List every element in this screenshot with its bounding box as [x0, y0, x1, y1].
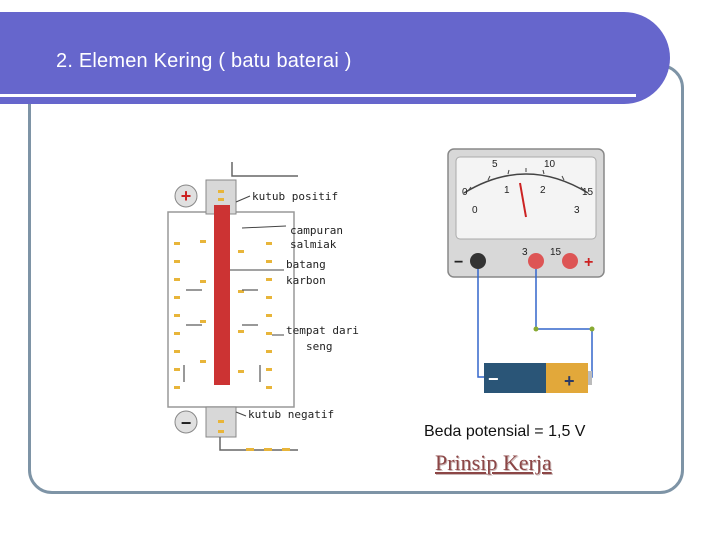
plus-sign: +: [181, 186, 192, 206]
upper-scale-10: 10: [544, 159, 556, 170]
top-wire: [231, 162, 298, 177]
meter-face: [455, 156, 597, 240]
label-negative-terminal: kutub negatif: [248, 408, 334, 421]
header-divider: [0, 94, 636, 97]
label-zinc-line1: tempat dari: [286, 324, 359, 337]
terminal-15-label: 15: [550, 247, 562, 258]
lower-scale-0: 0: [472, 205, 478, 216]
prinsip-kerja-link[interactable]: Prinsip Kerja: [435, 450, 552, 475]
upper-scale-0: 0: [462, 187, 468, 198]
terminal-minus-label: −: [454, 254, 463, 271]
circuit-wires: [477, 269, 593, 378]
upper-scale-15: 15: [582, 187, 594, 198]
terminal-plus-label: +: [584, 254, 593, 271]
battery-plus-label: +: [564, 371, 575, 391]
paste-dots: [174, 190, 290, 451]
lower-scale-2: 2: [540, 185, 546, 196]
battery-body-left: [484, 363, 546, 393]
terminal-15: [562, 253, 578, 269]
battery-body-right: [546, 363, 588, 393]
voltmeter-diagram: 0 5 10 15 0 1 2 3 − 3 15 + − +: [447, 148, 605, 393]
potential-caption: Beda potensial = 1,5 V: [424, 423, 586, 440]
junction-dot: [533, 326, 539, 332]
scale-ticks: [467, 168, 585, 192]
lower-scale-3: 3: [574, 205, 580, 216]
scale-arc: [463, 173, 589, 194]
label-rod-line1: batang: [286, 258, 326, 271]
cell-casing: [167, 211, 295, 408]
upper-scale-5: 5: [492, 159, 498, 170]
carbon-rod: [214, 205, 230, 385]
junction-dot-right: [589, 326, 595, 332]
meter-needle: [519, 182, 527, 218]
current-arrows: [183, 289, 261, 382]
terminal-minus: [470, 253, 486, 269]
label-positive-terminal: kutub positif: [252, 190, 338, 203]
label-paste-line1: campuran: [290, 224, 343, 237]
header-bar: [0, 12, 670, 104]
label-rod-line2: karbon: [286, 274, 326, 287]
battery-minus-label: −: [488, 369, 499, 389]
terminal-3: [528, 253, 544, 269]
minus-sign: −: [181, 413, 192, 433]
dry-cell-diagram: + − kutub positif campuran salmiak batan…: [167, 162, 359, 451]
label-zinc-line2: seng: [306, 340, 333, 353]
lower-scale-1: 1: [504, 185, 510, 196]
leader-lines: [230, 195, 287, 417]
label-paste-line2: salmiak: [290, 238, 337, 251]
slide-title: 2. Elemen Kering ( batu baterai ): [56, 50, 352, 72]
minus-badge: [174, 410, 198, 434]
terminal-3-label: 3: [522, 247, 528, 258]
battery-cap: [588, 371, 592, 385]
plus-badge: [174, 184, 198, 208]
